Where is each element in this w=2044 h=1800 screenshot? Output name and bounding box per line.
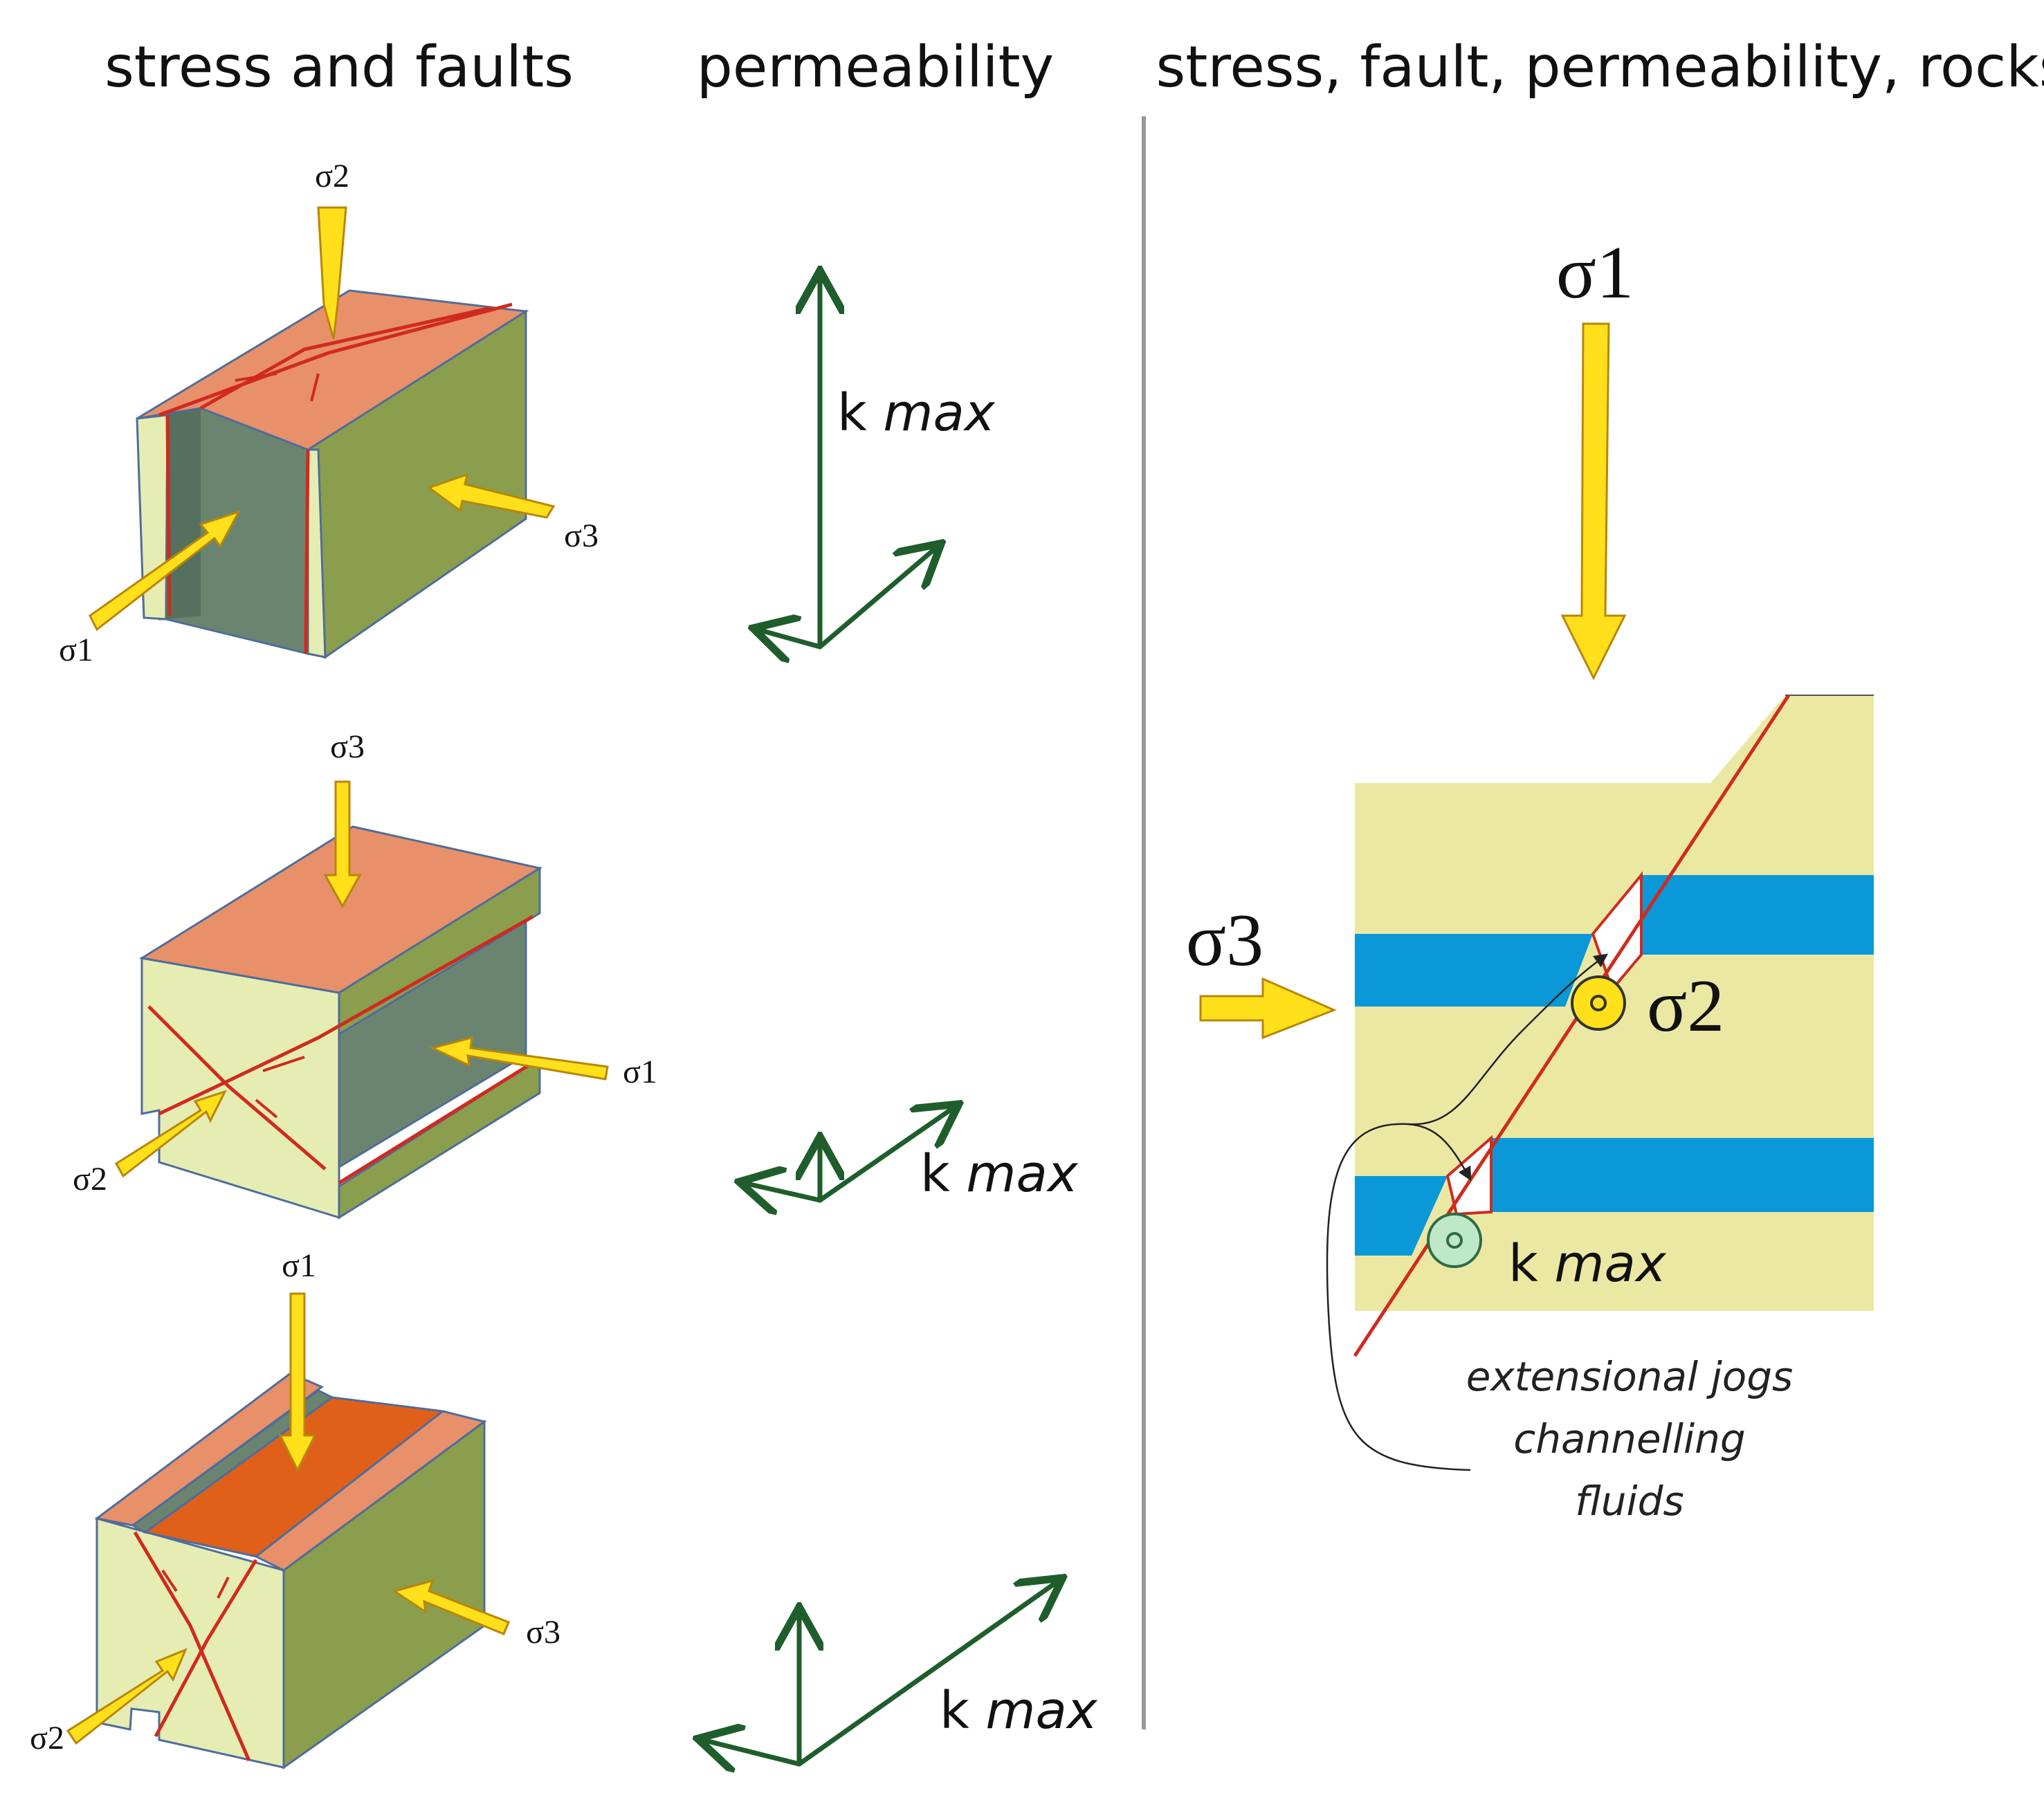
block-1-fault-a bbox=[158, 302, 513, 417]
block-3-slip-arrow-2 bbox=[217, 1577, 230, 1599]
block-2-sigma-top-arrow bbox=[323, 780, 362, 909]
caption-line-2: channelling bbox=[1513, 1415, 1745, 1462]
block-2-diagram: σ3 σ1 σ2 bbox=[73, 728, 657, 1220]
block-2-sigma-top-label: σ3 bbox=[330, 728, 365, 765]
block-3-diagram: σ1 σ3 σ2 bbox=[30, 1247, 560, 1770]
block-2-fault-c bbox=[338, 1056, 541, 1185]
perm-1-right-arrow bbox=[817, 547, 938, 650]
heading-combined: stress, fault, permeability, rocks bbox=[1156, 35, 2044, 100]
right-sigma-center-label: σ2 bbox=[1647, 965, 1724, 1047]
block-1-sigma-top-label: σ2 bbox=[315, 158, 349, 194]
block-2-sigma-left-label: σ2 bbox=[73, 1161, 107, 1197]
perm-axes-1 bbox=[758, 275, 938, 647]
block-3-top-rail-right bbox=[254, 1410, 487, 1572]
block-1-fault-c bbox=[165, 414, 172, 616]
perm-3-right-kmax-arrow bbox=[796, 1581, 1059, 1767]
block-3-sigma-left-arrow bbox=[66, 1648, 188, 1745]
caption-line-1: extensional jogs bbox=[1466, 1353, 1794, 1400]
block-2-slip-arrow-1 bbox=[262, 1056, 305, 1072]
block-3-sigma-right-arrow bbox=[392, 1579, 510, 1635]
block-3-sigma-top-arrow bbox=[278, 1292, 317, 1473]
block-1-slip-arrow-2 bbox=[310, 373, 320, 402]
block-3-fault-b bbox=[154, 1559, 258, 1738]
block-3-fault-a bbox=[133, 1531, 251, 1761]
block-1-sigma-left-arrow bbox=[89, 510, 241, 632]
block-1-sigma-left-label: σ1 bbox=[59, 632, 93, 668]
block-3-sigma-top-label: σ1 bbox=[282, 1247, 316, 1284]
block-1-fault-d bbox=[304, 449, 310, 654]
block-1-recess-dark bbox=[166, 408, 201, 619]
kmax-bullseye-center bbox=[1446, 1232, 1463, 1249]
block-2-sigma-right-label: σ1 bbox=[623, 1054, 657, 1090]
perm-axes-3 bbox=[702, 1581, 1059, 1764]
block-3-slip-arrow-1 bbox=[161, 1569, 178, 1592]
kmax-bullseye bbox=[1427, 1213, 1482, 1268]
block-3-sigma-right-label: σ3 bbox=[526, 1614, 560, 1651]
perm-1-left-arrow bbox=[758, 630, 823, 647]
right-sigma-top-label: σ1 bbox=[1556, 232, 1634, 314]
block-1-sigma-right-label: σ3 bbox=[564, 517, 599, 554]
heading-stress-faults: stress and faults bbox=[104, 35, 574, 100]
perm-1-kmax-label: k max bbox=[837, 383, 996, 443]
block-2-top-face bbox=[138, 825, 542, 994]
rock-yellow-mid bbox=[1355, 695, 1785, 1311]
blue-bed-lower-right bbox=[1491, 1138, 1874, 1212]
right-kmax-label: k max bbox=[1508, 1234, 1667, 1294]
right-sigma-left-label: σ3 bbox=[1186, 899, 1263, 982]
block-2-sigma-right-arrow bbox=[429, 1036, 609, 1081]
block-3-end-face bbox=[95, 1517, 285, 1769]
heading-permeability: permeability bbox=[697, 35, 1054, 100]
block-1-diagram: σ2 σ3 σ1 bbox=[59, 158, 599, 668]
block-1-sigma-top-arrow bbox=[317, 206, 347, 340]
block-2-fault-a bbox=[147, 1005, 327, 1170]
fluid-path-line-2 bbox=[1407, 1123, 1472, 1182]
blue-bed-lower-left bbox=[1355, 1176, 1448, 1256]
block-1-fault-b bbox=[199, 306, 492, 410]
perm-3-left-arrow bbox=[702, 1740, 802, 1764]
right-sigma-top-arrow bbox=[1560, 322, 1627, 681]
block-1-slip-arrow-1 bbox=[235, 372, 277, 382]
block-1-top-face bbox=[136, 289, 529, 451]
perm-3-kmax-label: k max bbox=[940, 1681, 1098, 1741]
sigma-two-bullseye bbox=[1571, 975, 1626, 1031]
block-2-slip-arrow-2 bbox=[255, 1099, 278, 1119]
blue-bed-upper-left bbox=[1355, 934, 1593, 1007]
perm-2-left-arrow bbox=[744, 1183, 823, 1200]
caption-line-3: fluids bbox=[1575, 1478, 1683, 1525]
perm-2-kmax-label: k max bbox=[920, 1144, 1079, 1204]
right-sigma-left-arrow bbox=[1199, 977, 1337, 1040]
block-2-end-face bbox=[140, 957, 340, 1220]
blue-bed-upper-right bbox=[1641, 875, 1874, 955]
perm-axes-2 bbox=[744, 1107, 955, 1200]
perm-2-right-kmax-arrow bbox=[817, 1107, 955, 1203]
sigma-two-bullseye-center bbox=[1590, 995, 1607, 1011]
fault-line-main bbox=[1353, 694, 1791, 1357]
block-3-top-rail-left bbox=[94, 1372, 324, 1527]
block-1-sigma-right-arrow bbox=[426, 472, 556, 519]
block-3-sigma-left-label: σ2 bbox=[30, 1720, 64, 1756]
block-2-fault-b bbox=[158, 915, 534, 1116]
block-2-sigma-left-arrow bbox=[114, 1090, 227, 1178]
fluid-path-line bbox=[1326, 953, 1609, 1471]
